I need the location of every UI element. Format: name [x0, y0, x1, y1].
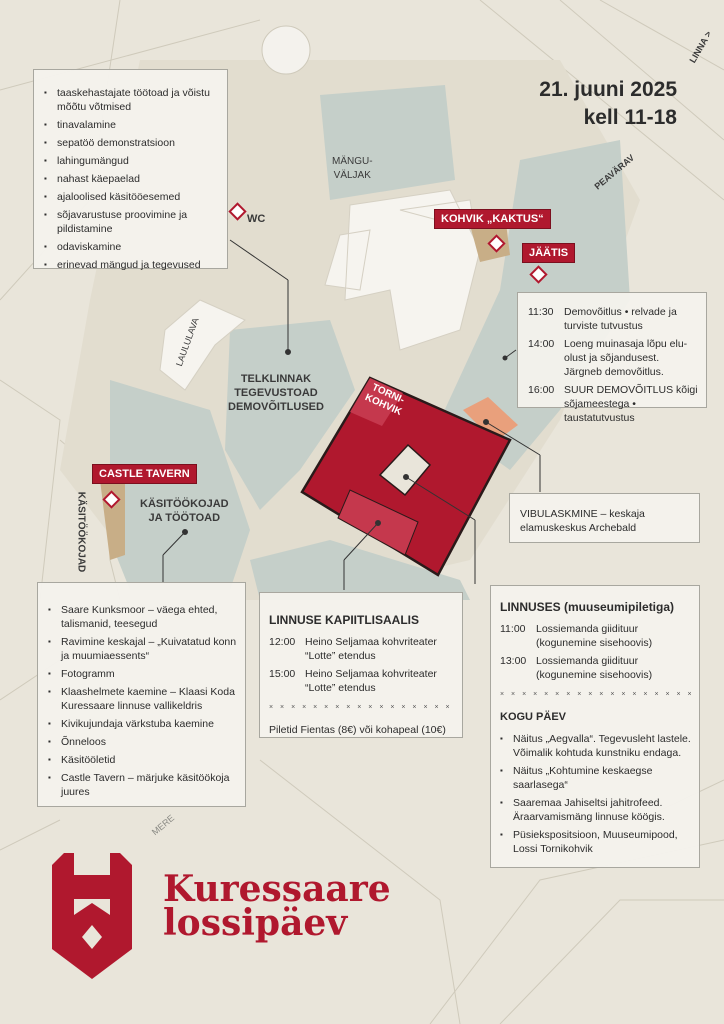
list-item: taaskehastajate töötoad ja võistu mõõtu …	[44, 86, 217, 114]
schedule-text: Loeng muinasaja lõpu elu-olust ja sõjand…	[564, 338, 688, 378]
schedule-row: 14:00 Loeng muinasaja lõpu elu-olust ja s…	[528, 337, 698, 379]
event-time: kell 11-18	[583, 106, 677, 129]
list-item: Käsitööletid	[48, 753, 237, 767]
schedule-row: 15:00 Heino Seljamaa kohvriteater “Lotte”…	[269, 667, 454, 695]
event-datetime: 21. juuni 2025 kell 11-18	[539, 76, 677, 132]
archery-box: VIBULASKMINE – keskaja elamuskeskus Arch…	[509, 493, 700, 543]
schedule-time: 11:00	[500, 623, 526, 635]
schedule-time: 13:00	[500, 655, 527, 667]
list-item: sõjavarustuse proovimine ja pildistamine	[44, 208, 217, 236]
tag-castle-tavern: CASTLE TAVERN	[92, 464, 197, 484]
ticket-info: Piletid Fientas (8€) või kohapeal (10€)	[269, 724, 446, 736]
list-item: lahingumängud	[44, 154, 217, 168]
schedule-time: 11:30	[528, 306, 554, 318]
archery-area	[463, 397, 518, 442]
crafts-box: Saare Kunksmoor – väega ehted, talismani…	[37, 582, 246, 807]
label-kasitookojad-side: KÄSITÖÖKOJAD	[75, 491, 87, 573]
linnuses-title: LINNUSES (muuseumipiletiga)	[500, 600, 675, 614]
list-item: Näitus „Kohtumine keskaegse saarlasega“	[500, 764, 691, 792]
list-item: Ravimine keskajal – „Kuivatatud konn ja …	[48, 635, 237, 663]
list-item: Klaashelmete kaemine – Klaasi Koda Kures…	[48, 685, 237, 713]
list-item: Õnneloos	[48, 735, 237, 749]
schedule-text: Lossiemanda giidituur (kogunemine siseho…	[536, 623, 653, 649]
event-title: Kuressaare lossipäev	[163, 868, 391, 944]
list-item: Castle Tavern – märjuke käsitöökoja juur…	[48, 771, 237, 799]
title-line-1: Kuressaare	[163, 868, 391, 910]
list-item: Fotogramm	[48, 667, 237, 681]
south-green-area	[250, 540, 470, 600]
schedule-time: 14:00	[528, 338, 555, 350]
schedule-row: 11:00 Lossiemanda giidituur (kogunemine s…	[500, 622, 691, 650]
schedule-time: 12:00	[269, 636, 296, 648]
activities-box: taaskehastajate töötoad ja võistu mõõtu …	[33, 69, 228, 272]
schedule-text: Heino Seljamaa kohvriteater “Lotte” eten…	[305, 668, 437, 694]
list-item: sepatöö demonstratsioon	[44, 136, 217, 150]
schedule-time: 15:00	[269, 668, 296, 680]
archery-text: VIBULASKMINE – keskaja elamuskeskus Arch…	[520, 508, 645, 534]
event-date: 21. juuni 2025	[539, 78, 677, 101]
kasitookojad-area	[110, 380, 250, 590]
list-item: ajaloolised käsitööesemed	[44, 190, 217, 204]
schedule-row: 12:00 Heino Seljamaa kohvriteater “Lotte”…	[269, 635, 454, 663]
list-item: nahast käepaelad	[44, 172, 217, 186]
tag-jaatis: JÄÄTIS	[522, 243, 576, 263]
list-item: Näitus „Aegvalla“. Tegevusleht lastele. …	[500, 732, 691, 760]
schedule-text: Heino Seljamaa kohvriteater “Lotte” eten…	[305, 636, 437, 662]
list-item: odaviskamine	[44, 240, 217, 254]
schedule-time: 16:00	[528, 384, 555, 396]
schedule-text: SUUR DEMOVÕITLUS kõigi sõjameestega • ta…	[564, 384, 698, 424]
schedule-row: 16:00 SUUR DEMOVÕITLUS kõigi sõjameestega…	[528, 383, 698, 425]
label-telklinnak: TELKLINNAK TEGEVUSTOAD DEMOVÕITLUSED	[228, 373, 324, 413]
list-item: Kivikujundaja värkstuba kaemine	[48, 717, 237, 731]
label-manguvaljak: MÄNGU- VÄLJAK	[332, 156, 373, 181]
list-item: Saare Kunksmoor – väega ehted, talismani…	[48, 603, 237, 631]
kogu-paev-title: KOGU PÄEV	[500, 711, 567, 723]
list-item: Püsiekspositsioon, Muuseumipood, Lossi T…	[500, 828, 691, 856]
schedule-text: Demovõitlus • relvade ja turviste tutvus…	[564, 306, 677, 332]
list-item: tinavalamine	[44, 118, 217, 132]
schedule-text: Lossiemanda giidituur (kogunemine siseho…	[536, 655, 653, 681]
schedule-row: 11:30 Demovõitlus • relvade ja turviste t…	[528, 305, 698, 333]
kapiitel-title: LINNUSE KAPIITLISAALIS	[269, 613, 420, 627]
list-item: erinevad mängud ja tegevused	[44, 258, 217, 272]
round-tower	[261, 25, 311, 75]
demo-schedule-box: 11:30 Demovõitlus • relvade ja turviste t…	[517, 292, 707, 424]
label-wc: WC	[247, 213, 266, 225]
laululava-stage	[159, 299, 246, 391]
leader-lines	[162, 239, 541, 590]
list-item: Saaremaa Jahiseltsi jahitrofeed. Äraarva…	[500, 796, 691, 824]
castle-logo-icon	[52, 853, 132, 979]
separator: × × × × × × × × × × × × × × × × × × × × …	[500, 691, 691, 698]
manguvaljak-area	[320, 85, 455, 200]
telklinnak-area	[225, 320, 355, 510]
title-line-2: lossipäev	[163, 902, 348, 944]
schedule-row: 13:00 Lossiemanda giidituur (kogunemine s…	[500, 654, 691, 682]
separator: × × × × × × × × × × × × × × × × × × × × …	[269, 704, 454, 711]
label-kasitookojad: KÄSITÖÖKOJAD JA TÖÖTOAD	[140, 498, 229, 524]
tag-kohvik-kaktus: KOHVIK „KAKTUS“	[434, 209, 551, 229]
